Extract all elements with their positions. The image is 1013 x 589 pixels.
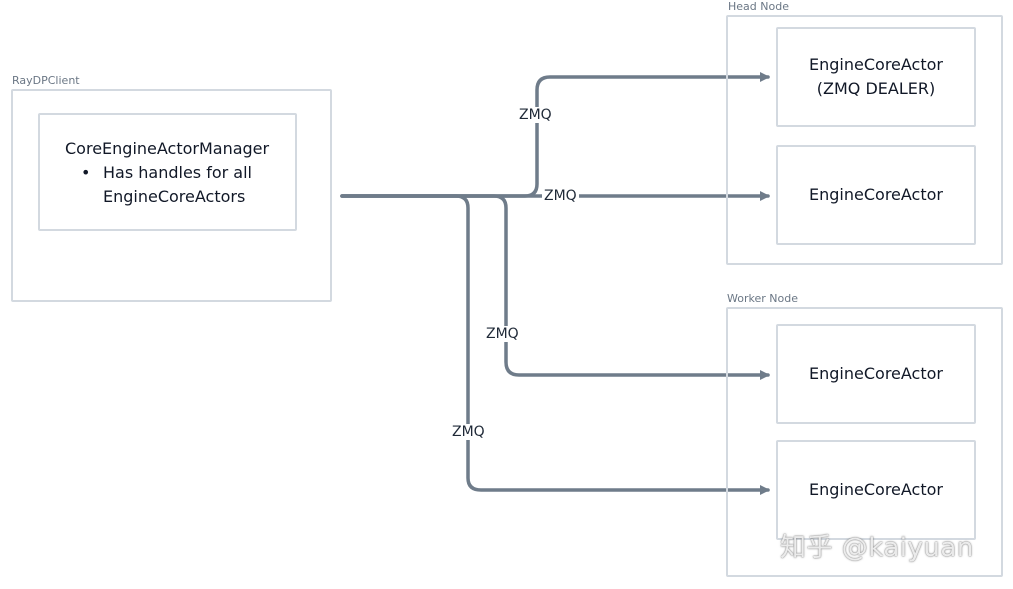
- edge-to-worker-actor-1: [340, 194, 770, 380]
- worker-actor-1-name: EngineCoreActor: [809, 364, 943, 383]
- manager-title: CoreEngineActorManager: [65, 139, 270, 158]
- head-actor-1-role: (ZMQ DEALER): [816, 79, 936, 98]
- head-group-label: Head Node: [728, 0, 789, 13]
- edge-to-head-actor-1: [340, 72, 770, 198]
- manager-bullet: • Has handles for all EngineCoreActors: [81, 161, 252, 209]
- head-node-group: [726, 15, 1003, 265]
- client-group-label: RayDPClient: [12, 74, 80, 87]
- worker-actor-2-node[interactable]: EngineCoreActor: [776, 440, 976, 540]
- head-actor-2-name: EngineCoreActor: [809, 185, 943, 204]
- edge-label-zmq-2: ZMQ: [542, 188, 579, 204]
- manager-bullet-text: Has handles for all EngineCoreActors: [103, 163, 252, 206]
- edge-label-zmq-3: ZMQ: [484, 326, 521, 342]
- engine-actor-manager-node[interactable]: CoreEngineActorManager • Has handles for…: [38, 113, 297, 231]
- watermark: 知乎 @kaiyuan: [780, 533, 974, 563]
- worker-group-label: Worker Node: [727, 292, 798, 305]
- client-group: [11, 89, 332, 302]
- edge-label-zmq-1: ZMQ: [517, 107, 554, 123]
- head-actor-2-node[interactable]: EngineCoreActor: [776, 145, 976, 245]
- head-actor-1-node[interactable]: EngineCoreActor (ZMQ DEALER): [776, 27, 976, 127]
- edge-to-worker-actor-2: [340, 194, 770, 495]
- bullet-glyph: •: [81, 163, 91, 182]
- worker-actor-1-node[interactable]: EngineCoreActor: [776, 324, 976, 424]
- worker-actor-2-name: EngineCoreActor: [809, 480, 943, 499]
- head-actor-1-name: EngineCoreActor: [809, 55, 943, 74]
- edge-label-zmq-4: ZMQ: [450, 424, 487, 440]
- worker-node-group: [726, 307, 1003, 577]
